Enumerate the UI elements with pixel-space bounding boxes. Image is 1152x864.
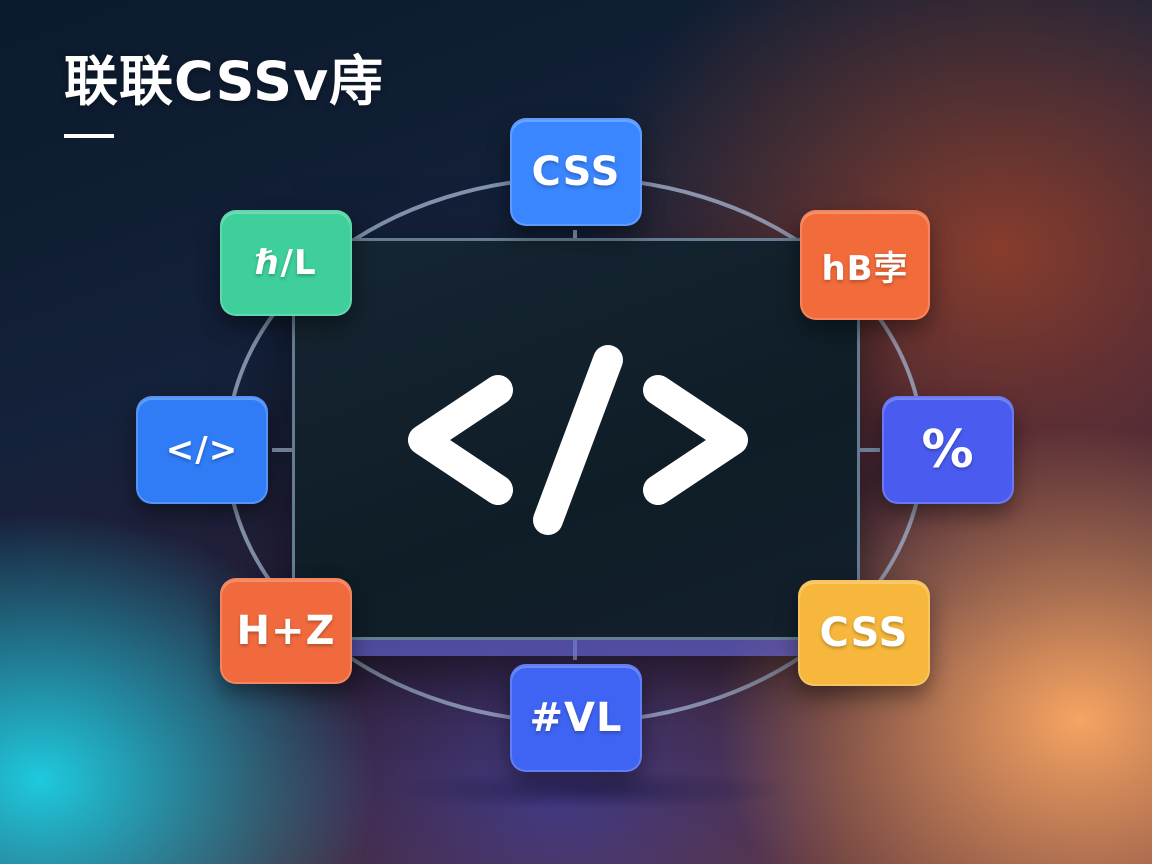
node-right-percent[interactable]: % xyxy=(882,396,1014,504)
title-underline xyxy=(64,134,114,138)
node-label: </> xyxy=(165,430,239,470)
node-bottom-right-css[interactable]: CSS xyxy=(798,580,930,686)
page-title: 联联CSSv庤 xyxy=(64,50,385,113)
node-left-code[interactable]: </> xyxy=(136,396,268,504)
node-label: #VL xyxy=(529,695,623,741)
node-label: % xyxy=(921,420,975,480)
node-label: H+Z xyxy=(236,608,336,654)
node-top-left[interactable]: ℏ/L xyxy=(220,210,352,316)
node-top-right[interactable]: hB孛 xyxy=(800,210,930,320)
node-label: CSS xyxy=(819,610,909,656)
node-label: ℏ/L xyxy=(255,243,317,283)
node-bottom-left[interactable]: H+Z xyxy=(220,578,352,684)
node-label: hB孛 xyxy=(821,248,909,289)
node-bottom-vl[interactable]: #VL xyxy=(510,664,642,772)
code-brackets-icon xyxy=(408,345,748,535)
ground-shadow xyxy=(380,770,800,810)
node-label: CSS xyxy=(531,149,621,195)
node-top-css[interactable]: CSS xyxy=(510,118,642,226)
